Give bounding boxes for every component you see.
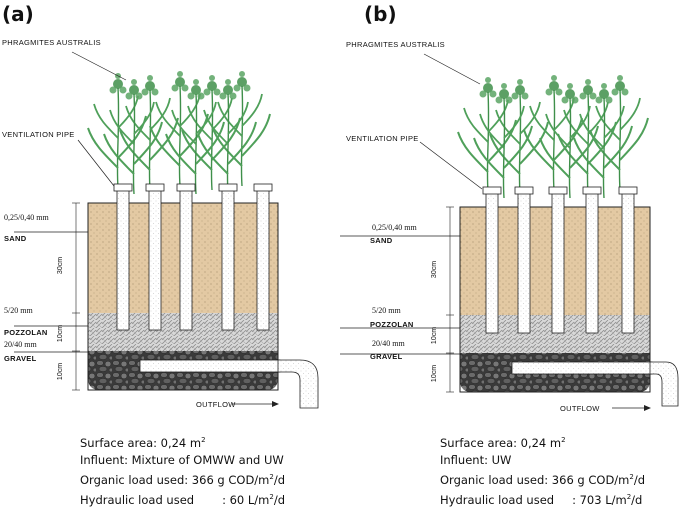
panel-b-diagram <box>340 53 679 411</box>
panel-a-hydraulic-load: Hydraulic load used: 60 L/m2/d <box>80 492 286 507</box>
panel-b-parameters: Surface area: 0,24 m2 Influent: UW Organ… <box>440 432 645 508</box>
panel-a-letter: (a) <box>2 2 34 26</box>
panel-b-organic-load: Organic load used: 366 g COD/m2/d <box>440 472 646 487</box>
panel-a-parameters: Surface area: 0,24 m2 Influent: Mixture … <box>80 432 285 508</box>
panel-a-depth-sand: 30cm <box>57 256 65 275</box>
panel-a-sand-size: 0,25/0,40 mm <box>4 213 49 222</box>
panel-b-hydraulic-load: Hydraulic load used: 703 L/m2/d <box>440 492 643 507</box>
panel-b-plant-label: PHRAGMITES AUSTRALIS <box>346 40 445 49</box>
panel-b-gravel-size: 20/40 mm <box>372 339 405 348</box>
panel-a-outflow-label: OUTFLOW <box>196 400 236 409</box>
panel-a-plant-label: PHRAGMITES AUSTRALIS <box>2 38 101 47</box>
panel-b-reeds <box>457 74 649 199</box>
panel-b-outflow-label: OUTFLOW <box>560 404 600 413</box>
panel-a-drain-pipe <box>139 359 281 373</box>
panel-b-pipes <box>482 186 638 334</box>
panel-b-pozzolan-label: POZZOLAN <box>370 320 414 329</box>
panel-a-influent: Influent: Mixture of OMWW and UW <box>80 452 284 467</box>
panel-a-pozzolan-label: POZZOLAN <box>4 328 48 337</box>
panel-b-influent: Influent: UW <box>440 452 512 467</box>
panel-a-depth-gravel: 10cm <box>57 362 65 381</box>
panel-b-drain-pipe <box>511 361 653 375</box>
panel-a-gravel-size: 20/40 mm <box>4 340 37 349</box>
panel-a-gravel-label: GRAVEL <box>4 354 37 363</box>
panel-a-pozzolan-size: 5/20 mm <box>4 306 33 315</box>
panel-b-pozzolan-size: 5/20 mm <box>372 306 401 315</box>
panel-b-depth-gravel: 10cm <box>431 364 439 383</box>
panel-b-pipe-label: VENTILATION PIPE <box>346 134 419 143</box>
panel-a-sand-label: SAND <box>4 234 27 243</box>
panel-b-letter: (b) <box>364 2 397 26</box>
panel-b-gravel-label: GRAVEL <box>370 352 403 361</box>
panel-a-pipe-label: VENTILATION PIPE <box>2 130 75 139</box>
panel-b-sand-label: SAND <box>370 236 393 245</box>
panel-b-depth-sand: 30cm <box>431 260 439 279</box>
panel-b-outflow-pipe <box>649 361 679 407</box>
panel-b-surface-area: Surface area: 0,24 m2 <box>440 435 566 450</box>
panel-a-pipes <box>113 183 273 331</box>
panel-a-reeds <box>87 70 271 195</box>
panel-a-organic-load: Organic load used: 366 g COD/m2/d <box>80 472 286 487</box>
panel-a-diagram <box>14 51 319 409</box>
panel-a-depth-pozzolan: 10cm <box>57 324 65 343</box>
panel-b-depth-pozzolan: 10cm <box>431 326 439 345</box>
panel-a-surface-area: Surface area: 0,24 m2 <box>80 435 206 450</box>
panel-a-outflow-pipe <box>277 359 319 409</box>
panel-b-sand-size: 0,25/0,40 mm <box>372 223 417 232</box>
